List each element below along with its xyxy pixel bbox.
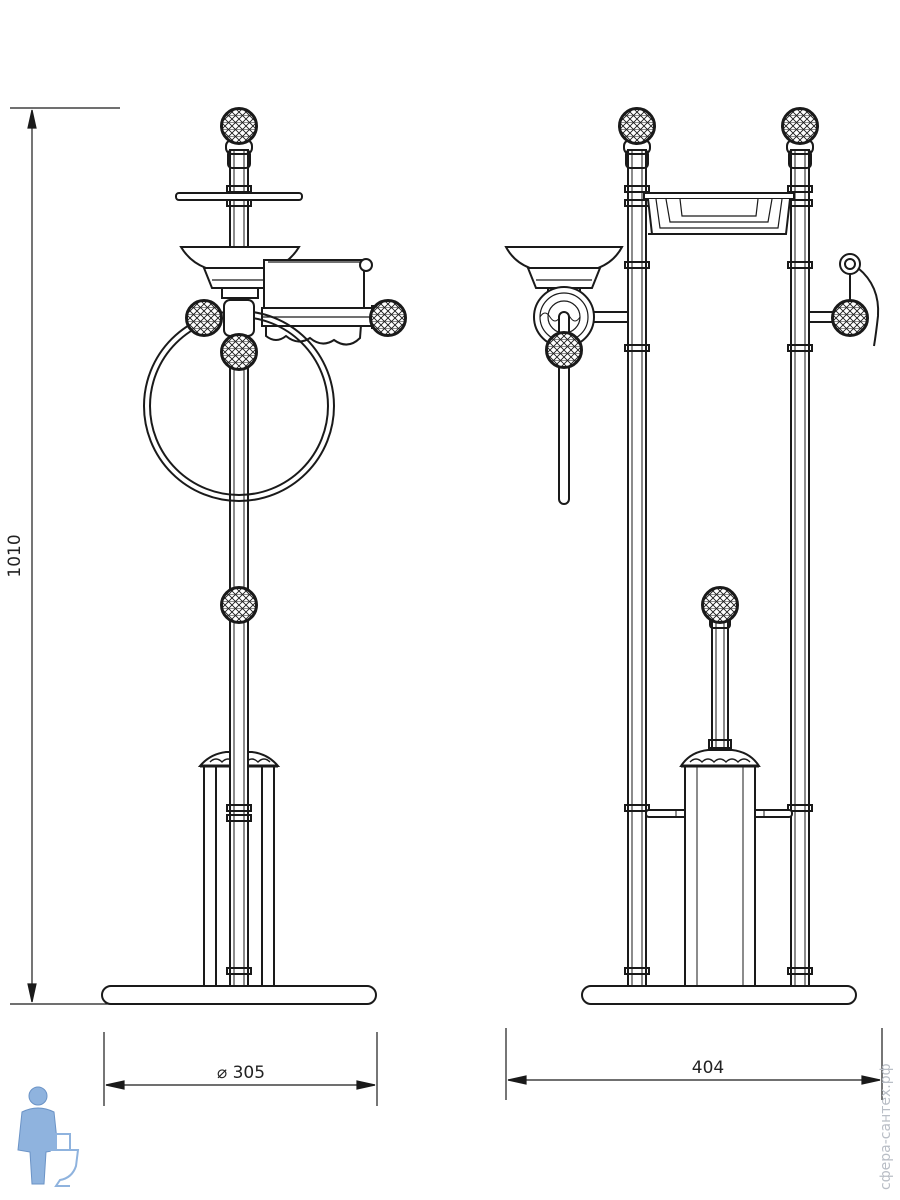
plumber-mascot-logo	[17, 1086, 80, 1187]
right-stand-view	[504, 107, 880, 1005]
right-right-crystal-knob	[781, 107, 819, 145]
left-base-plate	[101, 985, 377, 1005]
right-brush-holder	[679, 617, 761, 987]
left-paper-crystal-knob	[369, 299, 407, 337]
left-top-crystal-knob	[220, 107, 258, 145]
left-top-bar	[175, 192, 303, 201]
left-side-crystal-knob	[185, 299, 223, 337]
right-towel-ring-side	[533, 286, 628, 505]
left-ring-crystal-knob	[220, 333, 258, 371]
right-left-pole	[623, 139, 651, 987]
right-paper-crystal-knob	[831, 299, 869, 337]
left-stand-view	[101, 107, 407, 1005]
height-dimension-label: 1010	[5, 534, 25, 577]
right-ring-crystal-knob	[545, 331, 583, 369]
left-paper-holder	[261, 258, 379, 346]
right-wire-basket	[643, 192, 795, 235]
width-dimension-label: 404	[692, 1058, 724, 1078]
right-base-plate	[581, 985, 857, 1005]
diameter-dimension	[103, 1032, 378, 1106]
right-right-pole	[786, 139, 814, 987]
diameter-dimension-label: ⌀ 305	[217, 1063, 265, 1083]
left-brush-crystal-knob	[220, 586, 258, 624]
width-dimension	[505, 1028, 883, 1100]
right-left-crystal-knob	[618, 107, 656, 145]
height-dimension	[10, 107, 120, 1005]
watermark-text: сфера-сантех.рф	[878, 1063, 894, 1190]
right-brush-crystal-knob	[701, 586, 739, 624]
